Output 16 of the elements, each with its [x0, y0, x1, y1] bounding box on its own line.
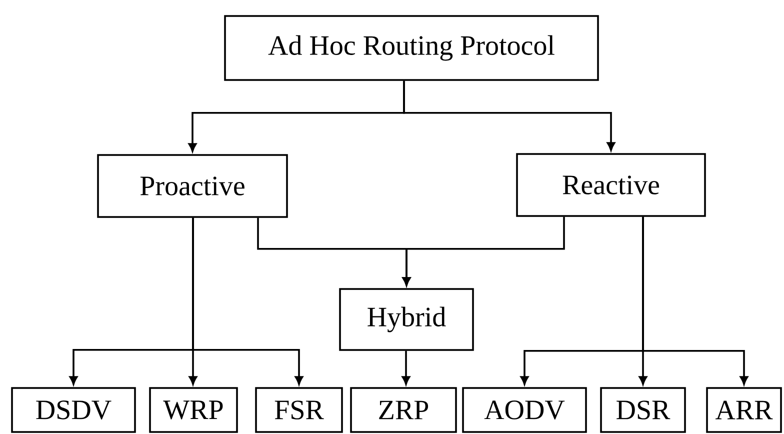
protocol-box: WRP: [149, 387, 238, 433]
arrow: [402, 350, 410, 385]
protocol-box: DSR: [600, 387, 686, 433]
protocol-box: ZRP: [350, 387, 457, 433]
protocol-box: FSR: [255, 387, 343, 433]
arrow: [192, 218, 304, 385]
category-box: Reactive: [516, 153, 706, 217]
arrow: [402, 216, 565, 286]
category-box: Hybrid: [339, 288, 474, 351]
arrow: [403, 80, 616, 151]
protocol-box: ARR: [706, 387, 782, 433]
category-box: Proactive: [97, 154, 288, 218]
root-box: Ad Hoc Routing Protocol: [224, 15, 599, 81]
protocol-box: AODV: [462, 387, 587, 433]
protocol-box: DSDV: [11, 387, 136, 433]
arrow: [642, 216, 748, 385]
